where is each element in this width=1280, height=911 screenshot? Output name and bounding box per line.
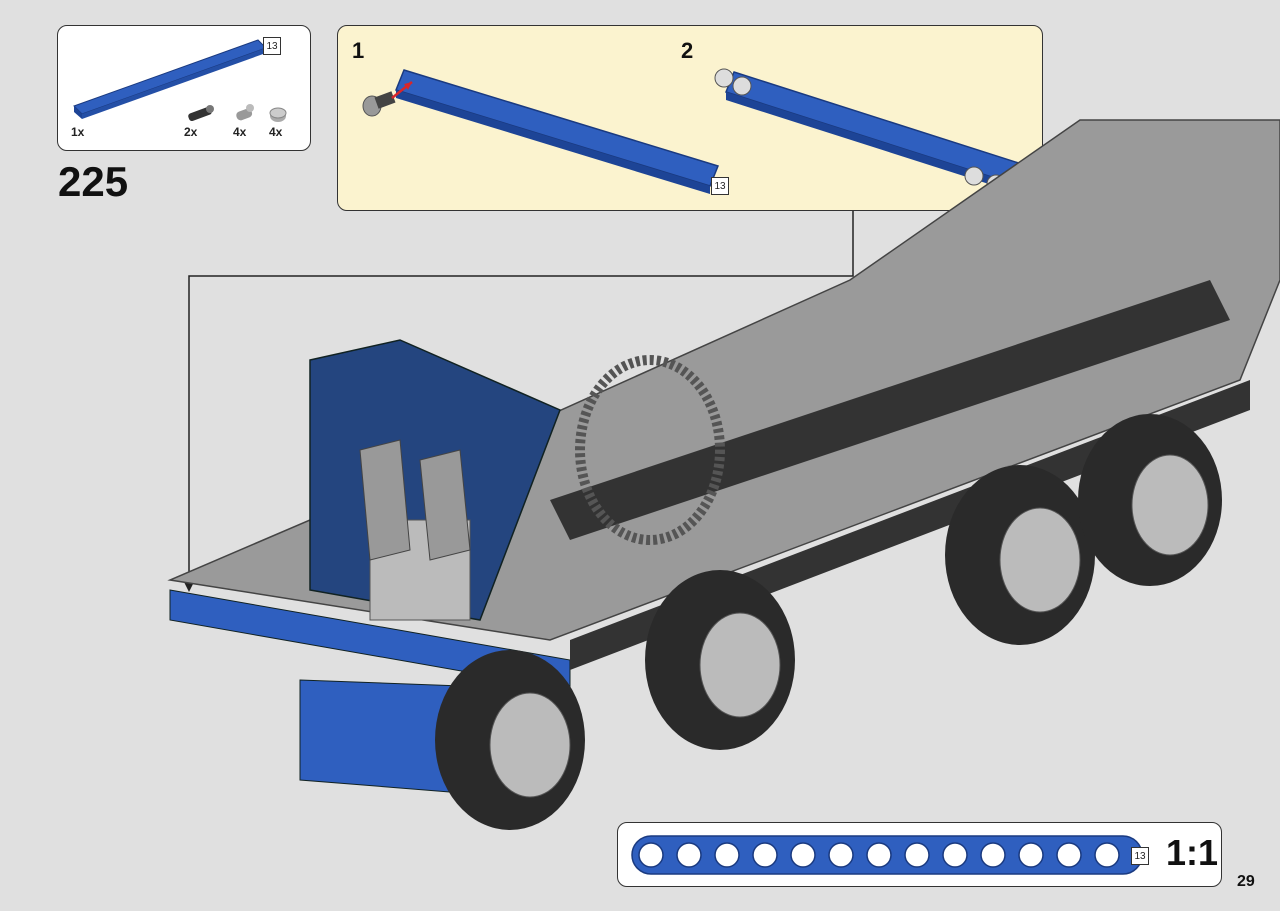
- scale-reference-box: 13: [617, 822, 1222, 887]
- beam-scale-icon: [631, 835, 1143, 875]
- beam-substep-2-icon: [714, 68, 1029, 194]
- length-badge: 13: [711, 177, 729, 195]
- seat-icon: [359, 439, 471, 561]
- wheel-icon: [645, 570, 795, 750]
- bush-grey-icon: [269, 107, 287, 122]
- pin-grey-icon: [236, 104, 254, 121]
- gear-icon: [575, 355, 725, 545]
- beam-substep-1-icon: [395, 69, 719, 194]
- parts-list-box: 13 1x 2x 4x 4x: [57, 25, 311, 151]
- length-badge: 13: [1131, 847, 1149, 865]
- scale-label: 1:1: [1166, 832, 1219, 873]
- model-illustration: [167, 119, 1280, 830]
- subassembly-illustration: [362, 68, 1029, 194]
- substep-number: 2: [681, 38, 694, 63]
- part-quantity: 2x: [184, 125, 198, 139]
- part-quantity: 1x: [71, 125, 85, 139]
- wheel-icon: [1078, 414, 1222, 586]
- axle-pin-black-icon: [188, 105, 214, 122]
- wheel-icon: [945, 465, 1095, 645]
- page-number: 29: [1237, 873, 1255, 890]
- substep-number: 1: [352, 38, 365, 63]
- wheel-icon: [435, 650, 585, 830]
- part-quantity: 4x: [233, 125, 247, 139]
- subassembly-callout: 1 2 13: [337, 25, 1043, 211]
- pin-insert-icon: [362, 81, 413, 117]
- length-badge: 13: [263, 37, 281, 55]
- step-number: 225: [58, 158, 129, 205]
- part-quantity: 4x: [269, 125, 283, 139]
- parts-list-illustration: [73, 39, 287, 122]
